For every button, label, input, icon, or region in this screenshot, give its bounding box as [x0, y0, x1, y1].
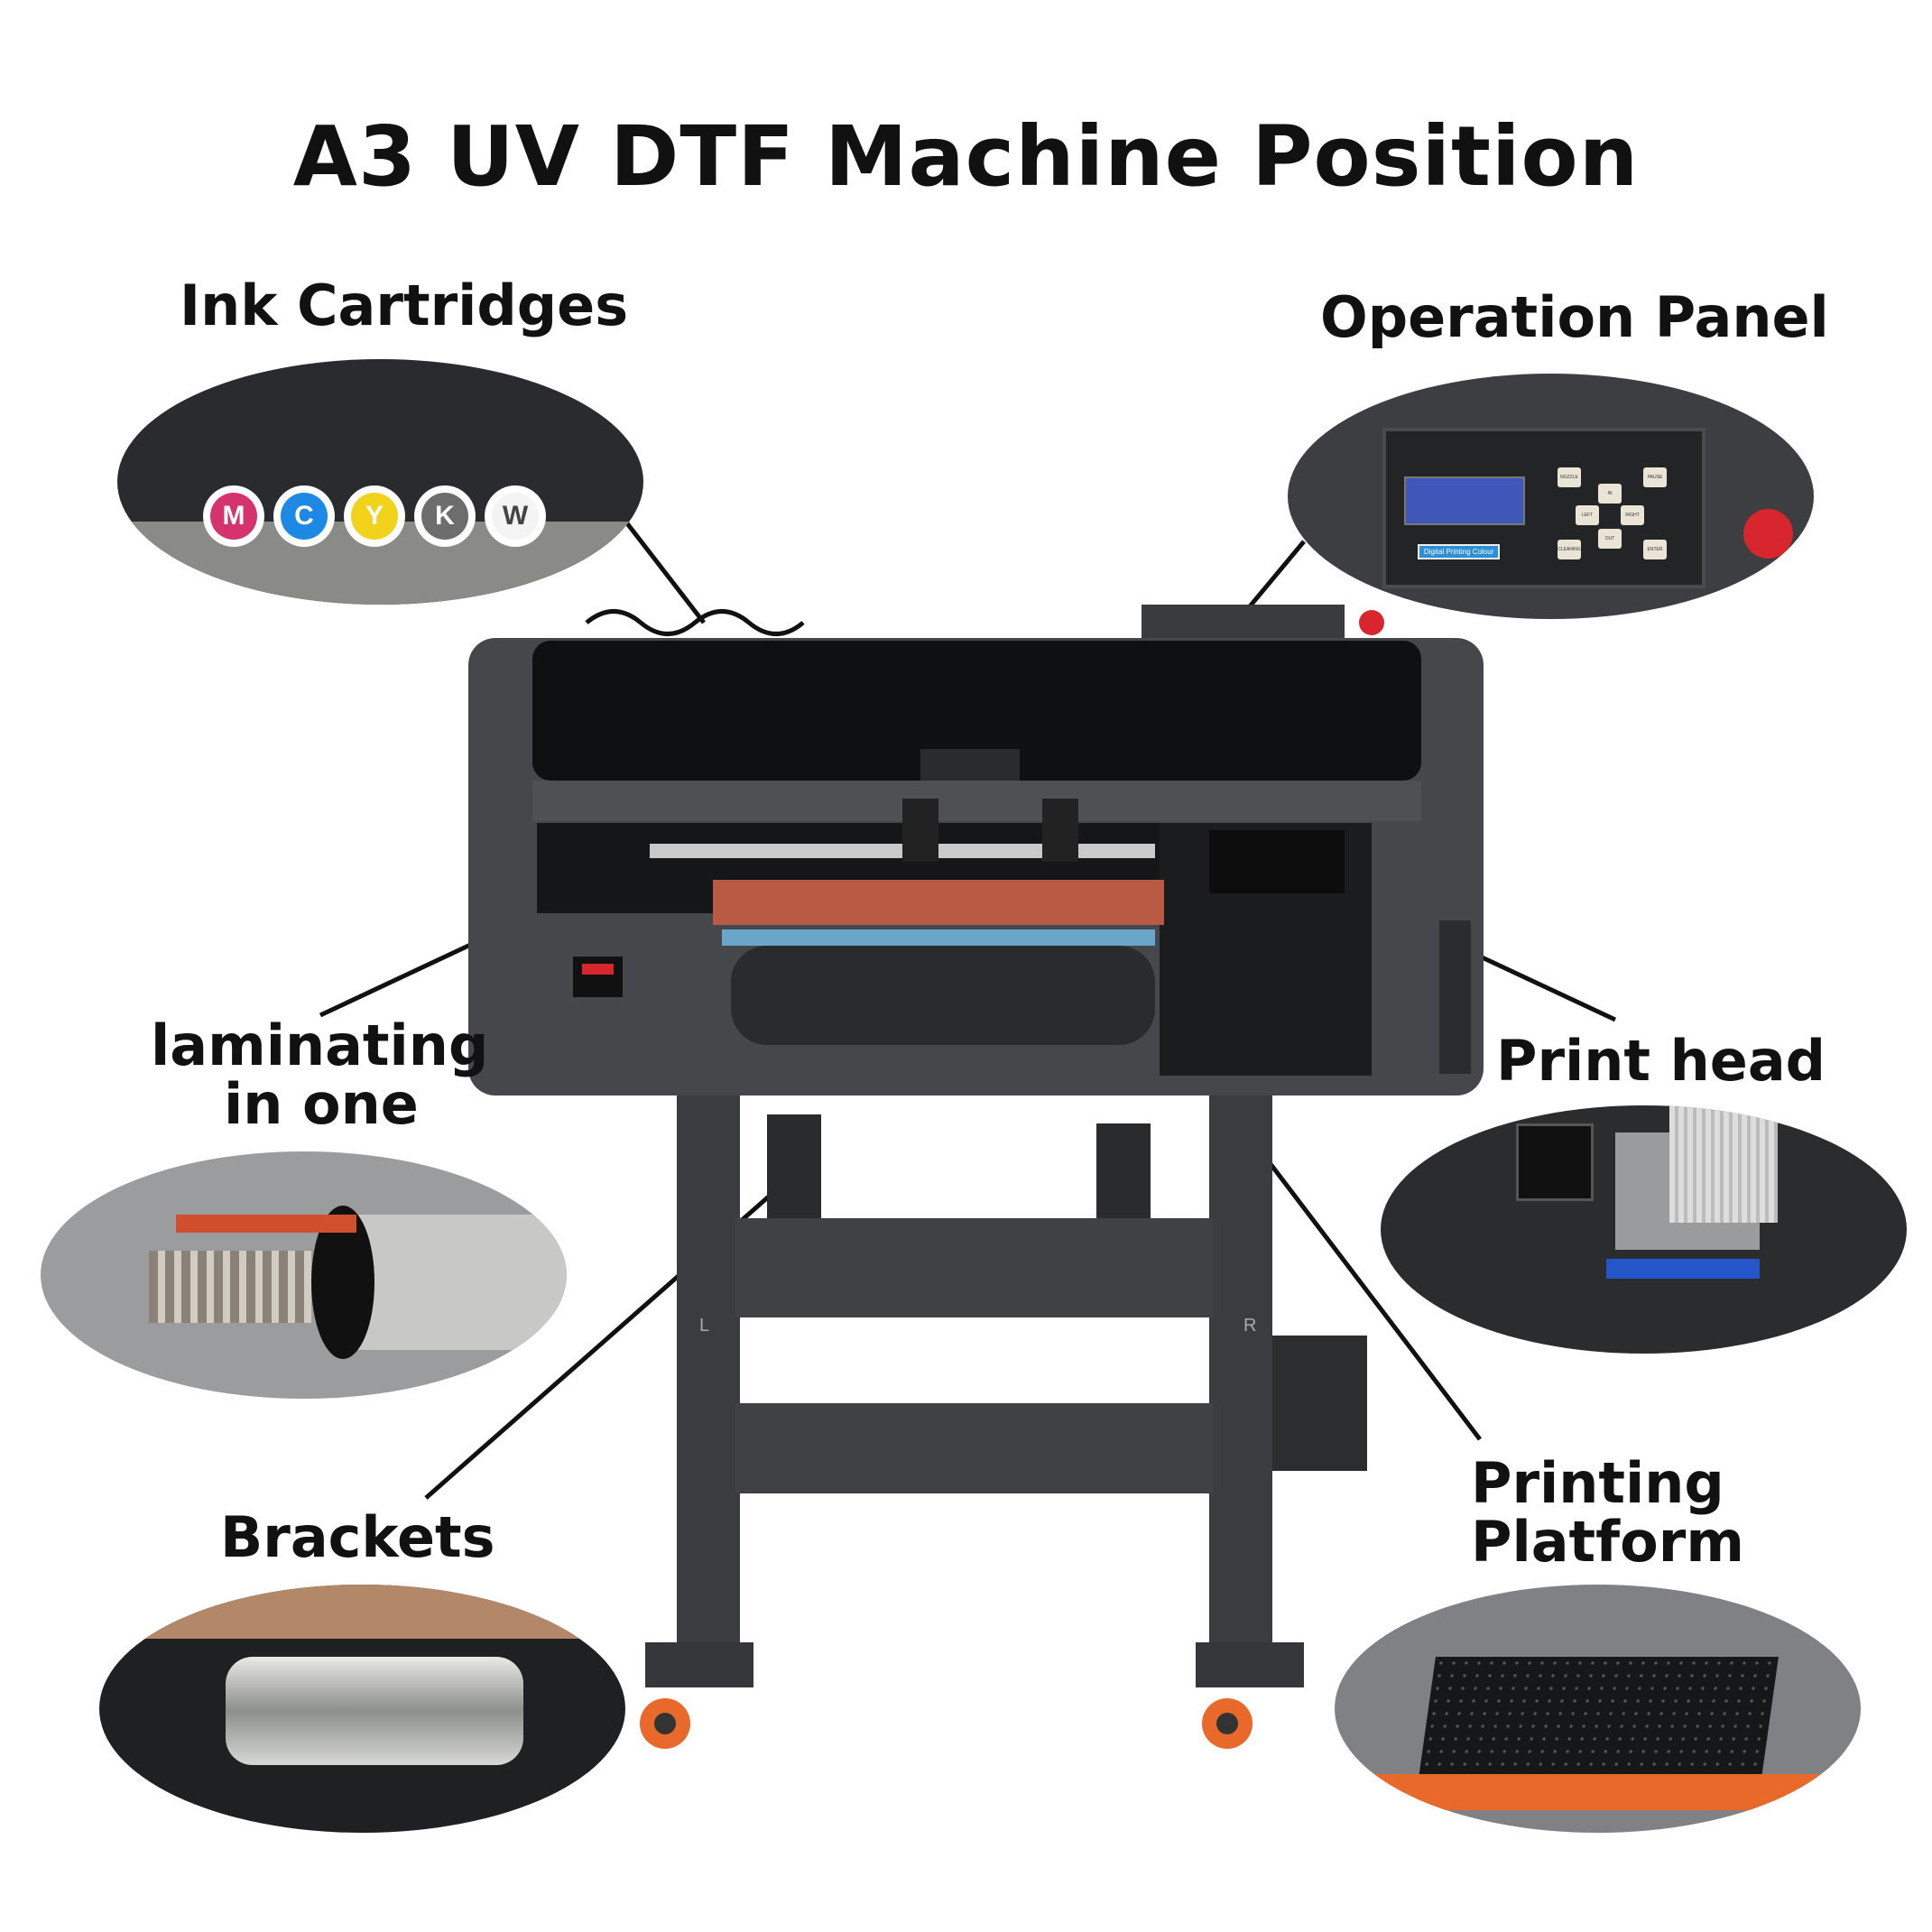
- panel-button-right[interactable]: RIGHT: [1621, 505, 1644, 525]
- stand-mark-left: L: [699, 1316, 709, 1336]
- panel-button-in[interactable]: IN: [1598, 484, 1622, 504]
- print-head-photo: [1381, 1105, 1907, 1354]
- panel-button-nozzle[interactable]: NOZZLE: [1558, 467, 1581, 487]
- label-operation-panel: Operation Panel: [1320, 284, 1829, 350]
- emergency-stop-icon: [1359, 610, 1384, 635]
- label-print-head: Print head: [1496, 1028, 1826, 1094]
- brackets-photo: [99, 1585, 625, 1833]
- operation-panel-photo: Digital Printing Colour NOZZLE IN PAUSE LEF…: [1288, 374, 1814, 619]
- lcd-screen: [1404, 476, 1525, 525]
- label-printing-platform-line2: Platform: [1471, 1509, 1744, 1575]
- panel-button-left[interactable]: LEFT: [1576, 505, 1599, 525]
- ink-color-letter: W: [492, 493, 539, 540]
- panel-button-cleaning[interactable]: CLEANING: [1558, 540, 1581, 559]
- emergency-stop-icon: [1743, 509, 1793, 559]
- label-brackets: Brackets: [220, 1504, 495, 1570]
- spring-icon: [149, 1251, 311, 1323]
- printing-platform-photo: [1335, 1585, 1861, 1833]
- ink-cartridge-y: Y: [344, 485, 405, 547]
- label-laminating-line1: laminating: [151, 1012, 489, 1078]
- ink-color-letter: K: [421, 493, 468, 540]
- control-panel: Digital Printing Colour NOZZLE IN PAUSE LEF…: [1382, 428, 1706, 588]
- brand-label: Digital Printing Colour: [1418, 544, 1501, 559]
- laminating-photo: [41, 1151, 567, 1399]
- ink-color-letter: C: [281, 493, 328, 540]
- panel-button-pause[interactable]: PAUSE: [1643, 467, 1667, 487]
- ink-cartridge-w: W: [485, 485, 546, 547]
- printer-body: [468, 605, 1484, 1095]
- stand: L R: [640, 1092, 1367, 1749]
- fan-icon: [1516, 1123, 1594, 1201]
- ink-cartridge-m: M: [203, 485, 264, 547]
- ink-color-letter: Y: [351, 493, 398, 540]
- label-laminating-line2: in one: [224, 1071, 419, 1137]
- ink-color-letter: M: [210, 493, 257, 540]
- label-printing-platform-line1: Printing: [1471, 1450, 1724, 1516]
- film-roll: [226, 1657, 523, 1765]
- stand-mark-right: R: [1243, 1316, 1256, 1336]
- ink-cartridge-c: C: [273, 485, 335, 547]
- page-title: A3 UV DTF Machine Position: [292, 108, 1640, 205]
- panel-button-out[interactable]: OUT: [1598, 529, 1622, 549]
- ink-cartridge-k: K: [414, 485, 476, 547]
- panel-button-enter[interactable]: ENTER: [1643, 540, 1667, 559]
- label-ink-cartridges: Ink Cartridges: [180, 273, 629, 338]
